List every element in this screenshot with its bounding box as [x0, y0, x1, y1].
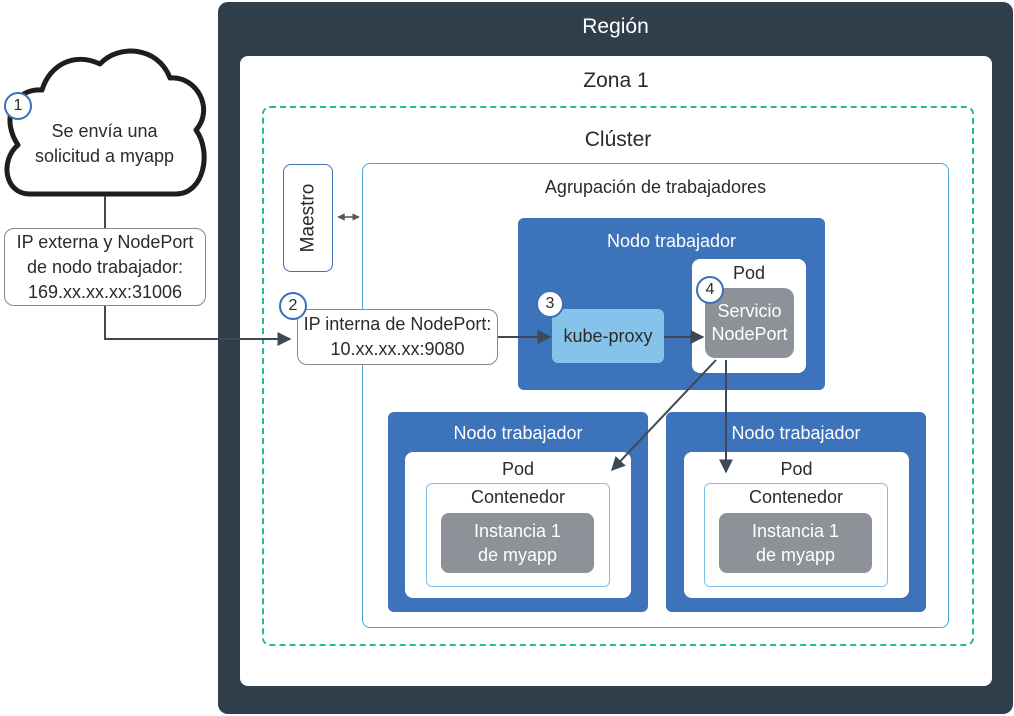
step-3-marker: 3 — [536, 290, 564, 318]
worker-node-right-label: Nodo trabajador — [731, 422, 861, 443]
internal-ip-box: IP interna de NodePort: 10.xx.xx.xx:9080 — [297, 309, 498, 365]
service-line-2: NodePort — [711, 324, 788, 344]
cloud-shape — [4, 48, 207, 197]
worker-node-top-label: Nodo trabajador — [606, 230, 737, 251]
myapp-instance-left: Instancia 1 de myapp — [441, 513, 594, 573]
step-4-marker: 4 — [696, 276, 724, 304]
pod-top-label: Pod — [732, 262, 766, 283]
external-ip-line-2: de nodo trabajador: — [26, 256, 184, 277]
cluster-label: Clúster — [584, 128, 652, 151]
external-ip-box: IP externa y NodePort de nodo trabajador… — [4, 228, 206, 306]
instance-right-line-1: Instancia 1 — [751, 521, 840, 541]
container-right-label: Contenedor — [748, 486, 844, 507]
container-left-label: Contenedor — [470, 486, 566, 507]
step-2-marker: 2 — [279, 292, 307, 320]
service-line-1: Servicio — [717, 301, 782, 321]
cloud-request-text: Se envía una solicitud a myapp — [22, 118, 187, 170]
worker-pool-label: Agrupación de trabajadores — [544, 176, 767, 197]
myapp-instance-right: Instancia 1 de myapp — [719, 513, 872, 573]
instance-left-line-2: de myapp — [477, 545, 558, 565]
instance-right-line-2: de myapp — [755, 545, 836, 565]
cloud-text-line-1: Se envía una — [51, 121, 158, 141]
external-ip-line-1: IP externa y NodePort — [16, 231, 194, 252]
region-label: Región — [582, 15, 649, 38]
kube-proxy-box: kube-proxy — [552, 309, 664, 363]
pod-left-label: Pod — [501, 458, 535, 479]
step-1-marker: 1 — [4, 92, 32, 120]
pod-right-label: Pod — [780, 458, 813, 479]
cloud-text-line-2: solicitud a myapp — [34, 146, 175, 166]
cluster-box — [262, 106, 974, 646]
zone-label: Zona 1 — [583, 69, 649, 92]
external-ip-line-3: 169.xx.xx.xx:31006 — [27, 281, 183, 302]
internal-ip-line-1: IP interna de NodePort: — [303, 314, 492, 334]
master-box: Maestro — [283, 164, 333, 272]
internal-ip-line-2: 10.xx.xx.xx:9080 — [330, 339, 465, 359]
service-to-left-pod-arrow — [611, 359, 717, 472]
external-to-internal-arrow — [104, 305, 292, 346]
worker-node-left-label: Nodo trabajador — [453, 422, 583, 443]
instance-left-line-1: Instancia 1 — [473, 521, 562, 541]
